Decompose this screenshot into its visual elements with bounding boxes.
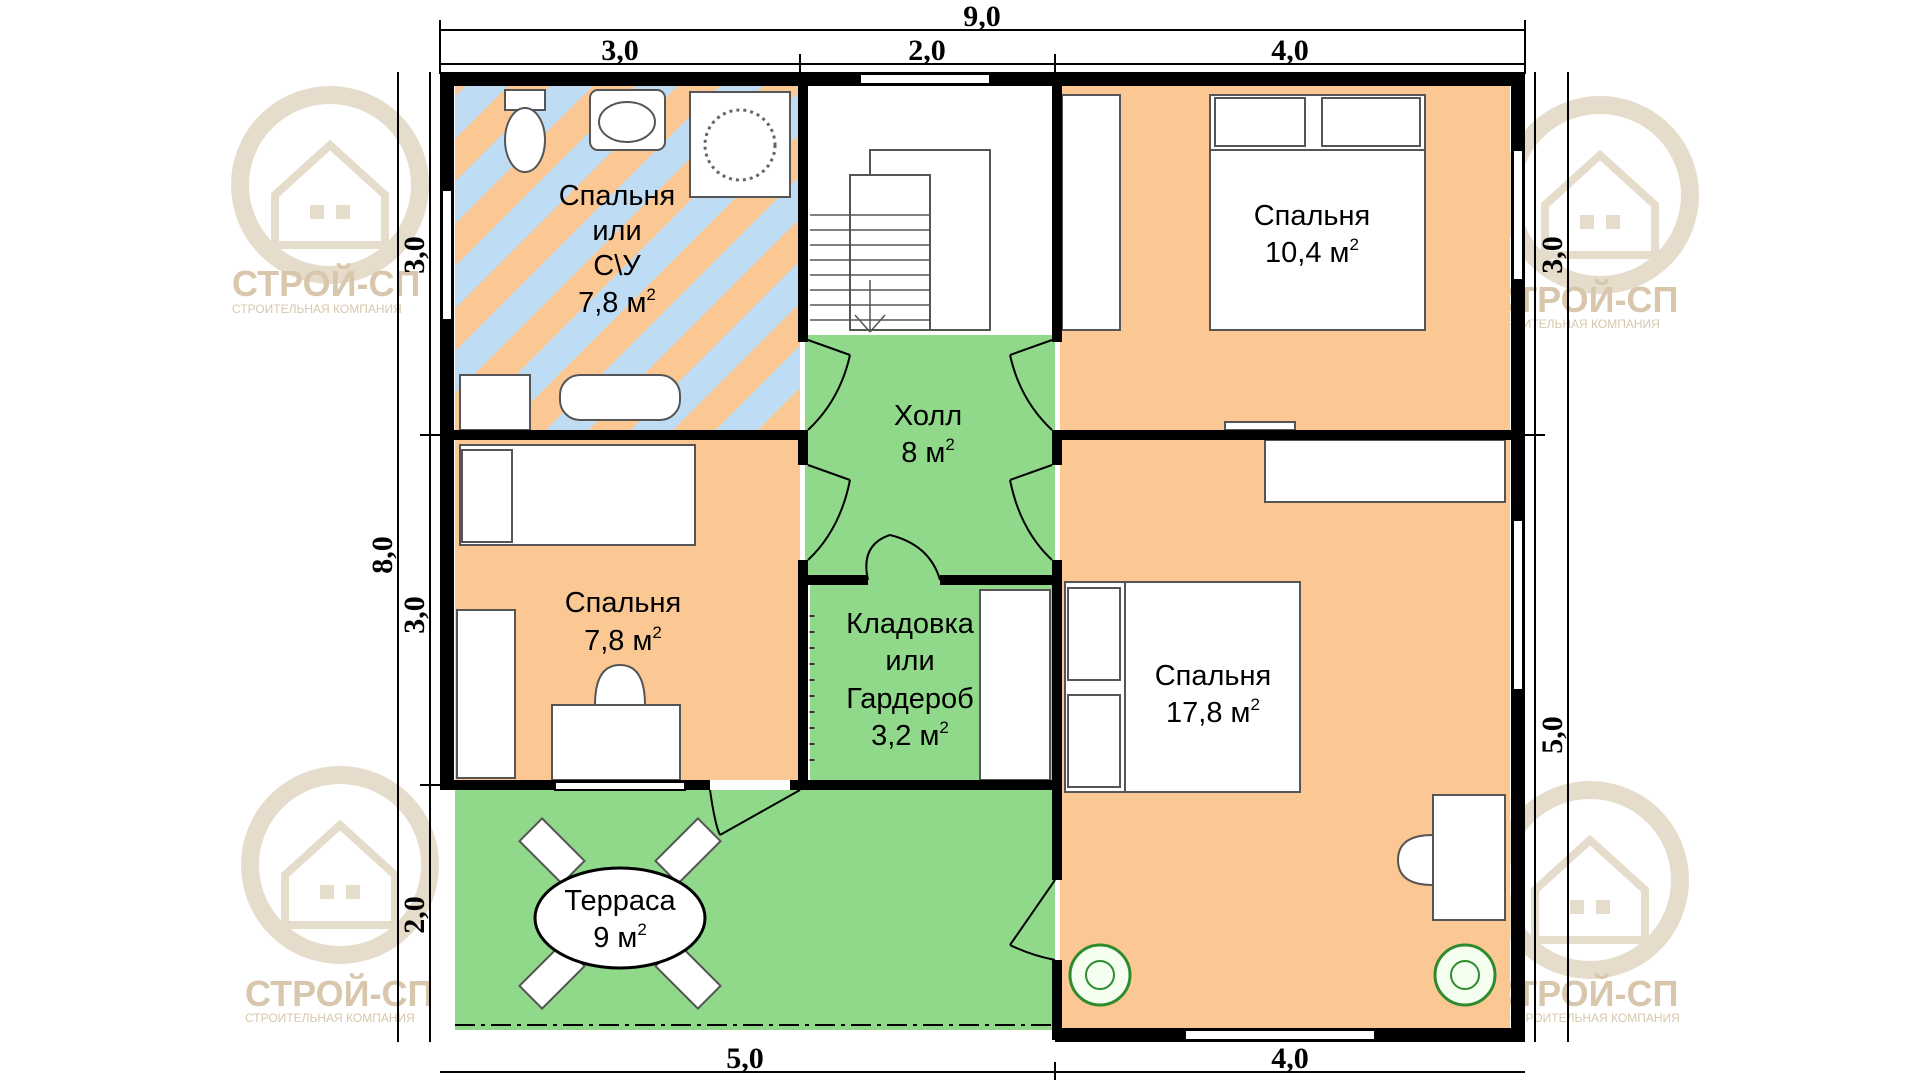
dimension-left-3: 2,0: [398, 896, 431, 934]
room-label-terrace: Терраса 9 м2: [564, 885, 676, 954]
room-label-storage: Кладовка или Гардероб 3,2 м2: [846, 608, 975, 752]
room-name: Терраса: [564, 885, 676, 917]
dimension-bottom-2: 4,0: [1271, 1042, 1309, 1075]
desk-se: [1396, 794, 1506, 921]
room-label-hall: Холл 8 м2: [894, 400, 962, 469]
dimension-left-2: 3,0: [398, 596, 431, 634]
hall-floor: [805, 335, 1055, 585]
room-area: 7,8 м2: [584, 623, 662, 657]
room-area: 9 м2: [593, 920, 647, 954]
room-area: 7,8 м2: [578, 285, 656, 319]
bathtub: [559, 374, 681, 421]
double-bed-se: [1064, 581, 1301, 793]
shower-tray: [689, 91, 791, 198]
room-area: 17,8 м2: [1166, 695, 1260, 729]
room-label-bedroom-ne: Спальня 10,4 м2: [1254, 200, 1371, 269]
dimension-overall-depth: 8,0: [366, 536, 399, 574]
room-name: Спальня: [1155, 660, 1272, 692]
room-name-line: или: [885, 645, 934, 677]
dimension-right-1: 3,0: [1536, 236, 1569, 274]
wardrobe-se: [1264, 439, 1506, 503]
radiator-ne: [1224, 421, 1296, 431]
room-name-line: или: [592, 215, 641, 247]
single-bed-w: [459, 444, 696, 546]
room-name-line: С\У: [593, 250, 641, 282]
dimension-overall-width: 9,0: [963, 0, 1001, 33]
double-bed-ne: [1209, 94, 1426, 331]
sink: [589, 89, 666, 151]
room-name: Спальня: [1254, 200, 1371, 232]
dimension-top-2: 2,0: [908, 34, 946, 67]
dimension-bottom-1: 5,0: [726, 1042, 764, 1075]
room-area: 10,4 м2: [1265, 235, 1359, 269]
dimension-left-1: 3,0: [398, 236, 431, 274]
windows: [441, 73, 1524, 1041]
watermark-subtitle: СТРОИТЕЛЬНАЯ КОМПАНИЯ: [232, 302, 402, 316]
wardrobe-ne: [1061, 94, 1121, 331]
plant-icon: [1433, 943, 1497, 1007]
watermark-subtitle: СТРОИТЕЛЬНАЯ КОМПАНИЯ: [1510, 1011, 1680, 1025]
toilet: [504, 89, 546, 173]
storage-shelves: [809, 589, 1051, 781]
room-name: Холл: [894, 400, 962, 432]
room-area: 3,2 м2: [871, 718, 949, 752]
room-name: Спальня: [565, 587, 682, 619]
dimension-right-2: 5,0: [1536, 716, 1569, 754]
watermark-title: СТРОЙ-СП: [232, 262, 420, 304]
watermark-top-left: СТРОЙ-СП СТРОИТЕЛЬНАЯ КОМПАНИЯ: [232, 95, 420, 316]
room-name-line: Кладовка: [846, 608, 975, 640]
dimension-lines: [397, 20, 1569, 1080]
room-name-line: Гардероб: [846, 683, 974, 715]
watermark-subtitle: СТРОИТЕЛЬНАЯ КОМПАНИЯ: [245, 1011, 415, 1025]
plant-icon: [1068, 943, 1132, 1007]
desk-w: [551, 663, 681, 781]
wardrobe-w: [456, 609, 516, 779]
watermark-bottom-left: СТРОЙ-СП СТРОИТЕЛЬНАЯ КОМПАНИЯ: [245, 775, 433, 1025]
dimension-top-1: 3,0: [601, 34, 639, 67]
doors: [709, 339, 1056, 961]
room-label-bedroom-w: Спальня 7,8 м2: [565, 587, 682, 657]
terrace-table-set: [518, 817, 722, 1010]
dimension-top-3: 4,0: [1271, 34, 1309, 67]
room-label-bedroom-se: Спальня 17,8 м2: [1155, 660, 1272, 729]
watermark-title: СТРОЙ-СП: [245, 972, 433, 1014]
room-name-line: Спальня: [559, 180, 676, 212]
watermark-subtitle: СТРОИТЕЛЬНАЯ КОМПАНИЯ: [1490, 317, 1660, 331]
room-label-bath: Спальня или С\У 7,8 м2: [559, 180, 676, 319]
room-area: 8 м2: [901, 435, 955, 469]
washer: [459, 374, 531, 431]
staircase: [810, 149, 991, 333]
